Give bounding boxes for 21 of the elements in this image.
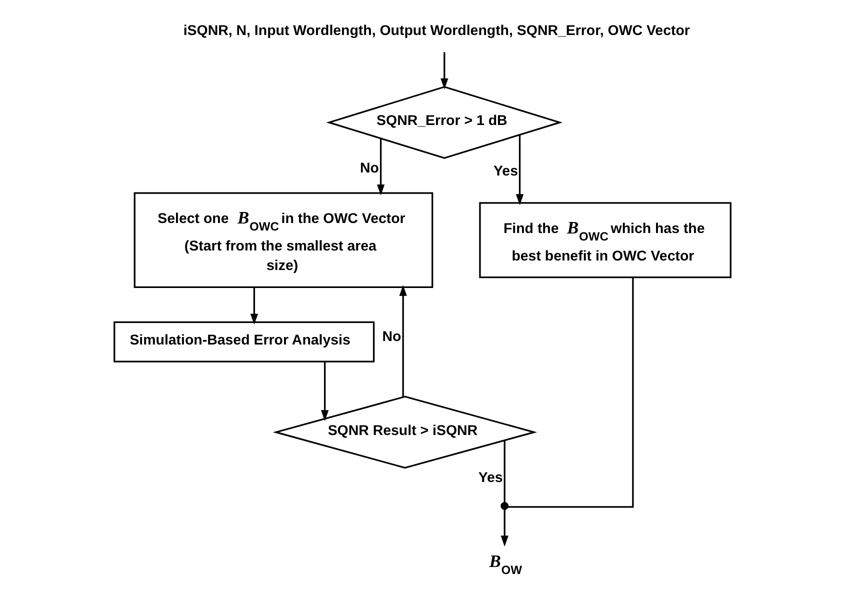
- node-box: Select one B$_{OWC}$ in the OWC Vector (Start from the smallest area size): [134, 192, 434, 288]
- arrow: [320, 362, 329, 422]
- arrow: [399, 284, 407, 397]
- arrow: [440, 52, 448, 90]
- node-text: B$_{OW}$: [489, 550, 522, 577]
- connector: [508, 278, 634, 508]
- node-diamond: SQNR Result > iSQNR: [272, 396, 538, 469]
- edge-label: No: [382, 329, 402, 346]
- node-diamond: SQNR_Error > 1 dB: [326, 86, 563, 159]
- arrow: [376, 138, 385, 196]
- arrow: [500, 509, 508, 547]
- edge-label: Yes: [493, 163, 518, 180]
- node-box: Find the B$_{OWC}$ which has the best benefit in OWC Vector: [479, 202, 732, 278]
- edge-label: Yes: [478, 470, 503, 486]
- connector: [504, 440, 506, 503]
- node-circle: [500, 502, 509, 510]
- arrow: [250, 287, 258, 325]
- node-text: iSQNR, N, Input Wordlength, Output Wordlength, SQNR_Error, OWC Vector: [183, 22, 690, 39]
- node-box: Simulation-Based Error Analysis: [114, 321, 375, 362]
- edge-label: No: [360, 160, 379, 176]
- arrow: [516, 135, 524, 206]
